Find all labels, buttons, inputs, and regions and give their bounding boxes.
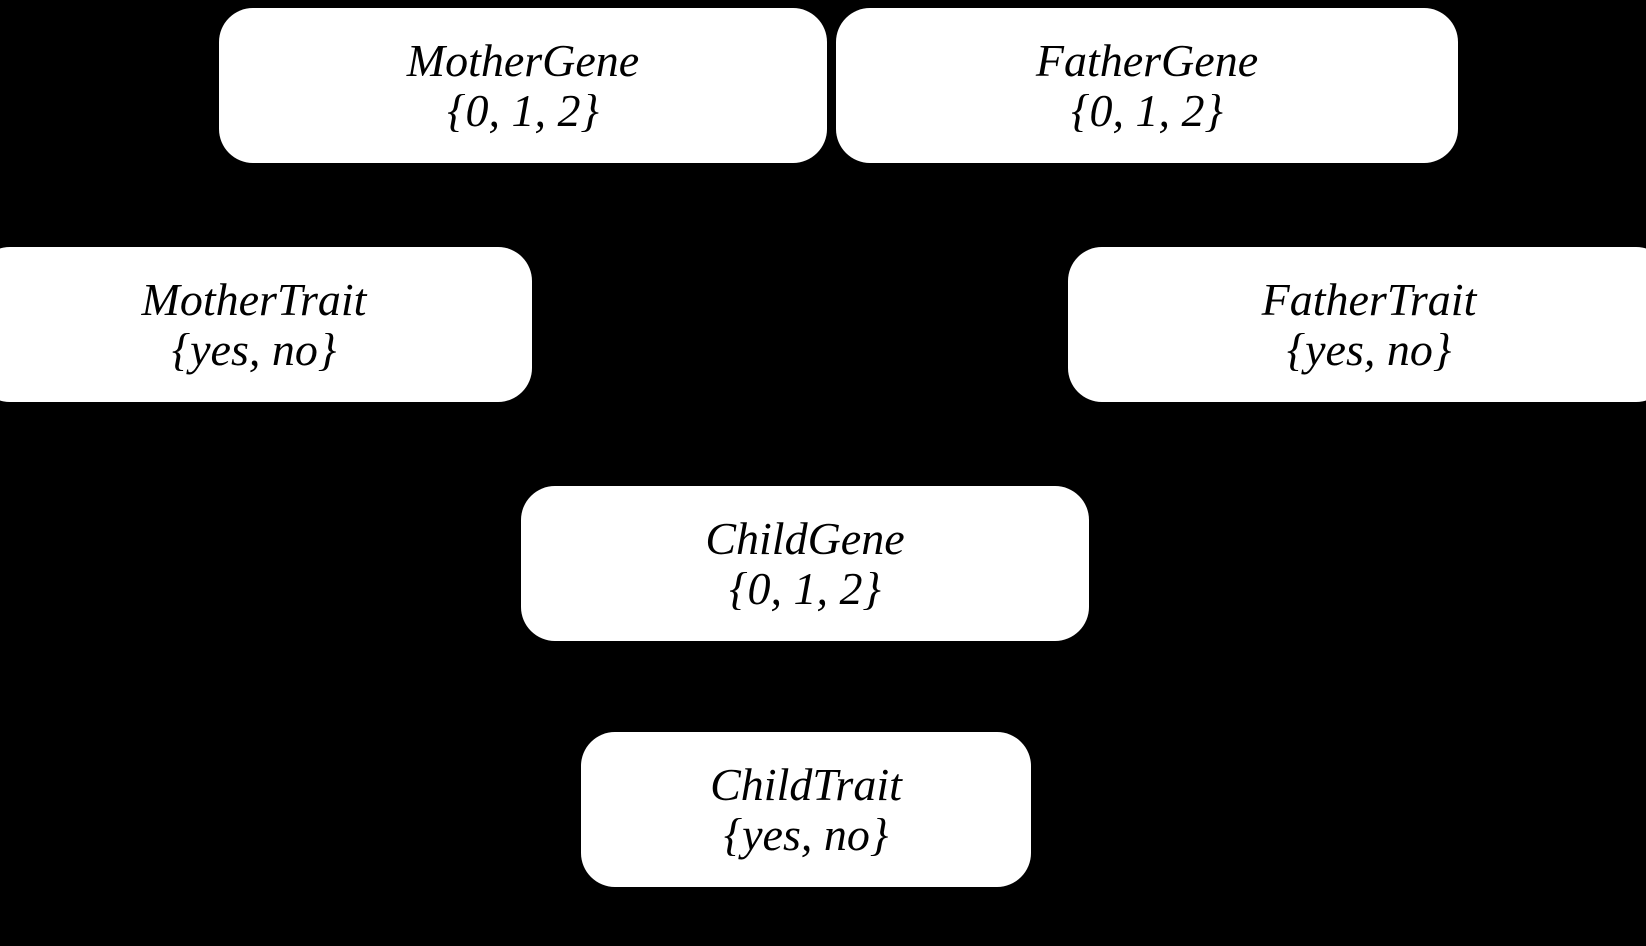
node-mother-trait[interactable]: MotherTrait {yes, no} — [0, 247, 532, 402]
node-father-gene-label: FatherGene — [1035, 34, 1259, 86]
node-mother-gene[interactable]: MotherGene {0, 1, 2} — [219, 8, 827, 163]
node-father-trait[interactable]: FatherTrait {yes, no} — [1068, 247, 1646, 402]
edge-mother-gene-to-mother-trait — [291, 162, 401, 248]
node-child-gene-label: ChildGene — [705, 512, 905, 564]
node-father-gene-domain: {0, 1, 2} — [1071, 84, 1223, 136]
edge-father-gene-to-child-gene — [891, 162, 1091, 488]
node-child-gene-domain: {0, 1, 2} — [729, 562, 881, 614]
node-mother-gene-label: MotherGene — [406, 34, 640, 86]
node-father-gene[interactable]: FatherGene {0, 1, 2} — [836, 8, 1458, 163]
edge-father-gene-to-father-trait — [1239, 162, 1359, 248]
node-mother-trait-label: MotherTrait — [141, 273, 367, 325]
node-child-gene[interactable]: ChildGene {0, 1, 2} — [521, 486, 1089, 641]
node-father-trait-domain: {yes, no} — [1286, 323, 1452, 375]
node-father-trait-label: FatherTrait — [1261, 273, 1477, 325]
edge-child-gene-to-child-trait — [794, 641, 816, 734]
edge-mother-gene-to-child-gene — [559, 162, 729, 488]
node-mother-trait-domain: {yes, no} — [171, 323, 337, 375]
node-child-trait-domain: {yes, no} — [723, 808, 889, 860]
node-mother-gene-domain: {0, 1, 2} — [447, 84, 599, 136]
node-child-trait-label: ChildTrait — [710, 758, 902, 810]
node-child-trait[interactable]: ChildTrait {yes, no} — [581, 732, 1031, 887]
